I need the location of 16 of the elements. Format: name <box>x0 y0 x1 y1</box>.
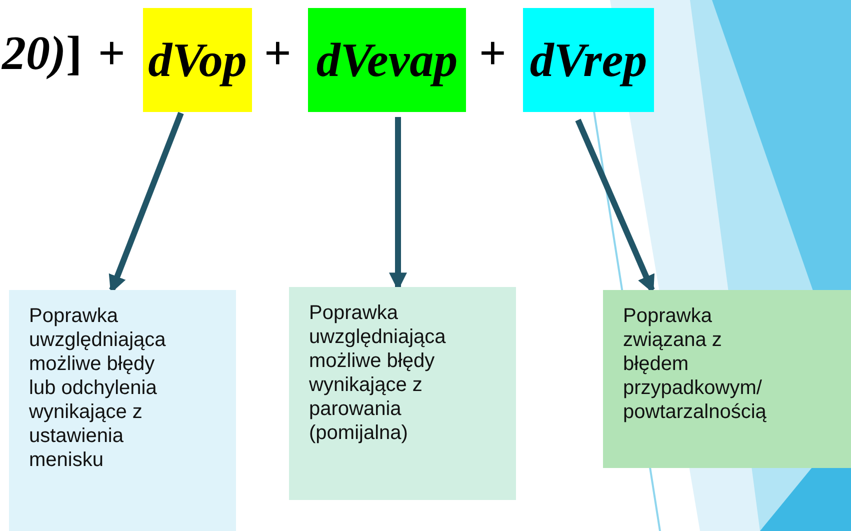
description-text: Poprawka uwzględniająca możliwe błędy wynikające z parowania (pomijalna) <box>309 301 447 445</box>
description-box <box>9 290 236 531</box>
formula-term-box <box>308 8 466 112</box>
plus-sign: + <box>97 30 126 78</box>
formula-term-box <box>143 8 252 112</box>
description-box <box>603 290 851 468</box>
plus-sign: + <box>263 30 292 78</box>
formula-fragment: 20)] <box>0 30 83 78</box>
description-text: Poprawka uwzględniająca możliwe błędy lub odchylenia wynikające z ustawienia menisku <box>29 304 167 472</box>
description-text: Poprawka związana z błędem przypadkowym/ powtarzalnością <box>623 304 768 424</box>
formula-term-box <box>523 8 654 112</box>
formula-term: dVrep <box>530 32 648 88</box>
formula-term: dVop <box>148 32 247 88</box>
plus-sign: + <box>478 30 508 78</box>
description-box <box>289 287 516 500</box>
formula-term: dVevap <box>316 32 458 88</box>
